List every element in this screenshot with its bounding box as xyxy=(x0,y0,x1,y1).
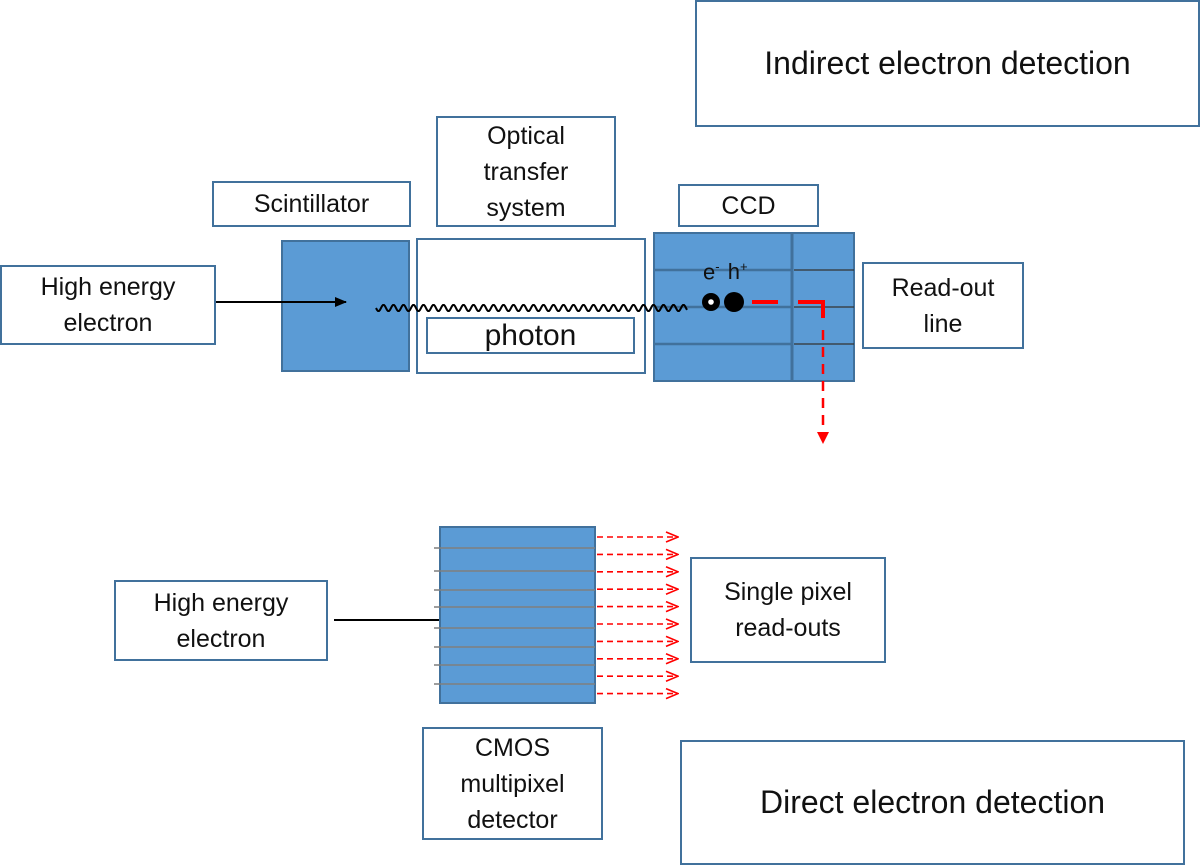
ccd-block xyxy=(653,232,855,382)
photon-label-box: photon xyxy=(426,317,635,354)
indirect-title: Indirect electron detection xyxy=(764,45,1131,81)
electron-charge: - xyxy=(715,259,720,274)
hole-circle xyxy=(724,292,744,312)
hole-symbol: h xyxy=(727,259,740,285)
direct-title-box: Direct electron detection xyxy=(680,740,1185,865)
indirect-electron-label: High energy electron xyxy=(40,273,176,337)
pixel-readout-arrows xyxy=(597,537,678,694)
electron-dot xyxy=(708,299,714,305)
ccd-label-box: CCD xyxy=(678,184,819,227)
cmos-label-box: CMOS multipixel detector xyxy=(422,727,603,840)
scintillator-label-box: Scintillator xyxy=(212,181,411,227)
electron-symbol: e xyxy=(703,259,716,285)
readout-path-corner xyxy=(798,300,825,318)
scintillator-block xyxy=(281,240,410,372)
cmos-detector xyxy=(434,526,596,704)
direct-title: Direct electron detection xyxy=(759,784,1106,820)
ccd-label: CCD xyxy=(721,191,776,220)
single-pixel-readouts-label: Single pixel read-outs xyxy=(724,578,852,642)
single-pixel-readouts-box: Single pixel read-outs xyxy=(690,557,886,663)
electron-hole-label: e- h+ xyxy=(703,259,748,285)
optical-label-box: Optical transfer system xyxy=(436,116,616,227)
indirect-title-box: Indirect electron detection xyxy=(695,0,1200,127)
optical-label: Optical transfer system xyxy=(483,121,569,222)
cmos-label: CMOS multipixel detector xyxy=(460,733,565,834)
indirect-electron-box: High energy electron xyxy=(0,265,216,345)
readout-line-label: Read-out line xyxy=(891,273,995,338)
hole-charge: + xyxy=(739,259,748,274)
readout-line-label-box: Read-out line xyxy=(862,262,1024,349)
direct-electron-label: High energy electron xyxy=(153,588,289,653)
photon-label: photon xyxy=(484,318,577,352)
scintillator-label: Scintillator xyxy=(253,190,370,218)
direct-electron-box: High energy electron xyxy=(114,580,328,661)
photon-wave xyxy=(375,303,688,313)
